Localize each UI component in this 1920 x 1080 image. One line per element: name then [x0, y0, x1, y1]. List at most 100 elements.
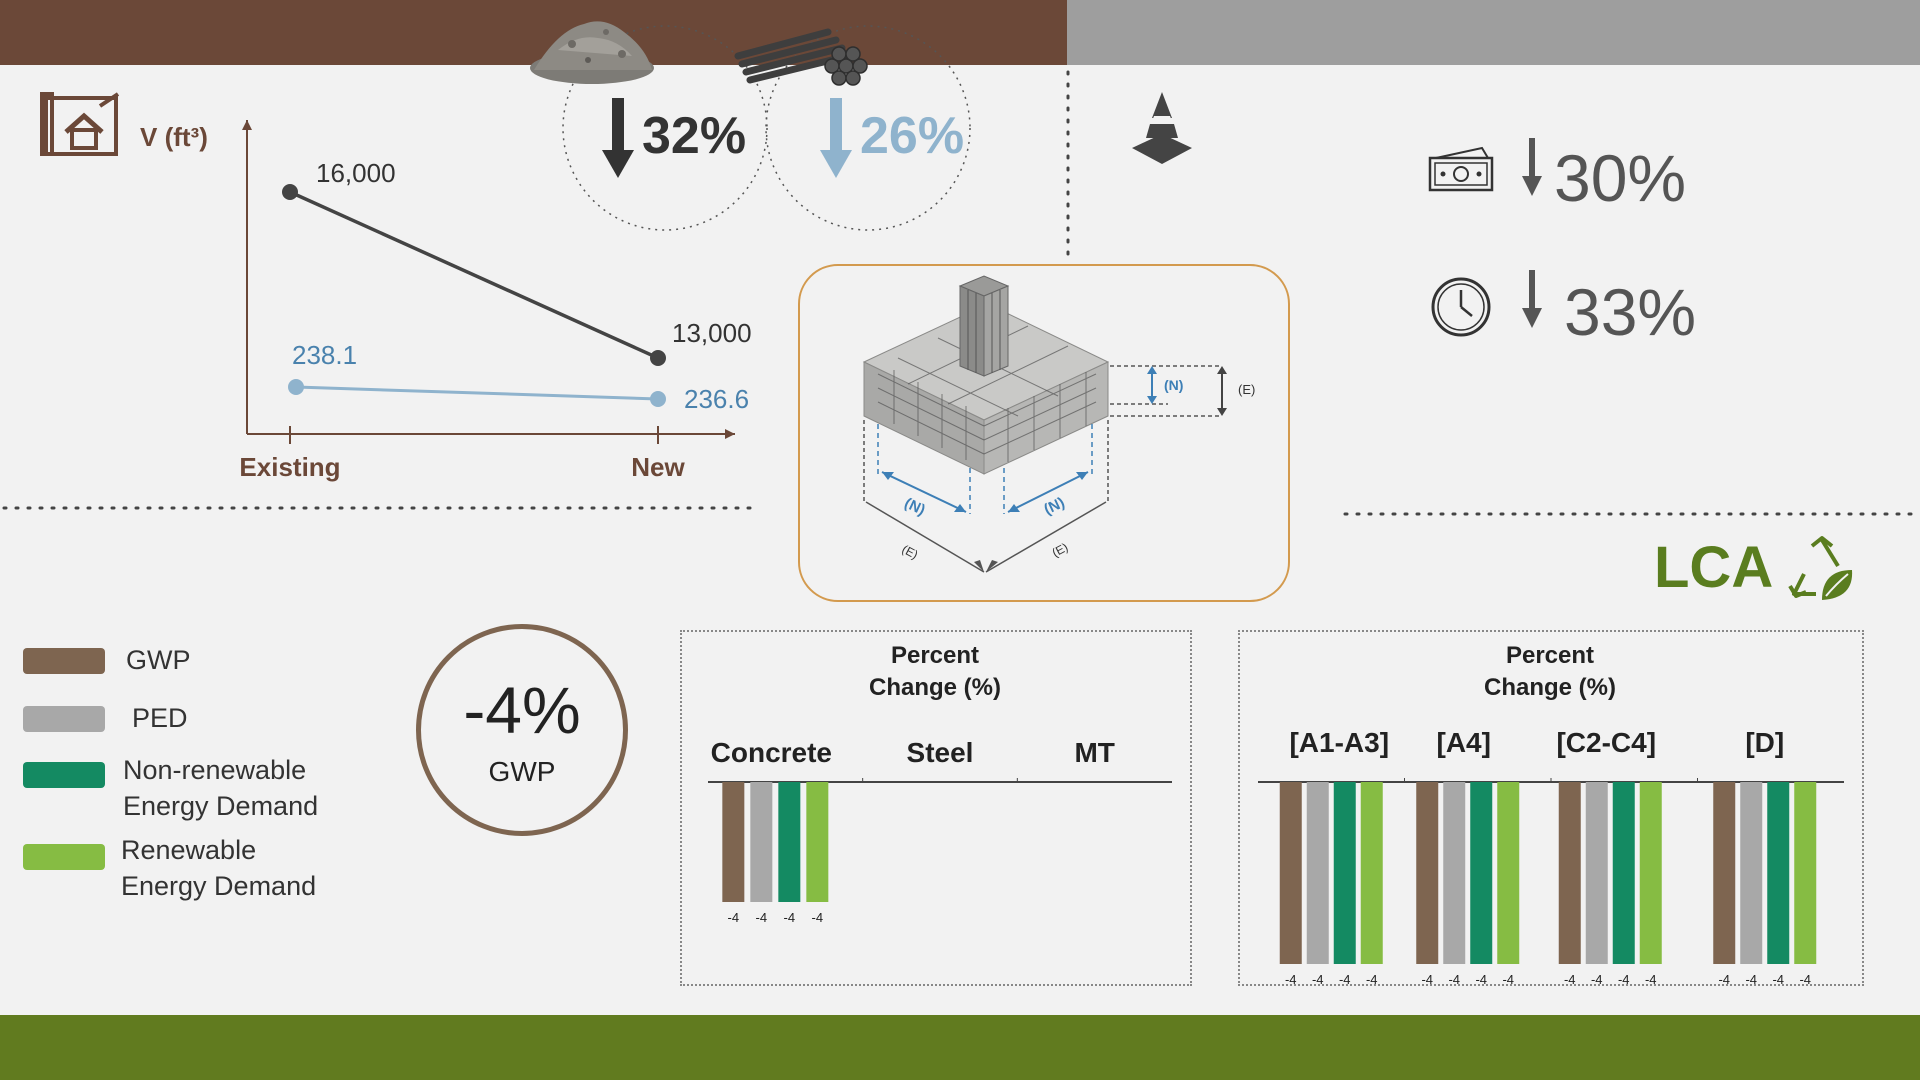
bar-2-0 — [1558, 782, 1581, 964]
bar-0-1 — [1306, 782, 1329, 964]
series-1-label-1: 13,000 — [672, 318, 752, 348]
bar-0-0 — [1279, 782, 1302, 964]
bar-2-1 — [1585, 782, 1608, 964]
gwp-change-value: -4% — [463, 673, 581, 747]
bar-value-label-1-2: -4 — [1475, 972, 1487, 987]
bar-2-3 — [1639, 782, 1662, 964]
lca-title: LCA — [1654, 535, 1774, 600]
legend-label-nonrenewable-1: Non-renewable — [123, 755, 307, 785]
legend-label-renewable-1: Renewable — [121, 835, 257, 865]
top-banner-right — [1067, 0, 1920, 65]
material-chart-title-2: Change (%) — [869, 674, 1001, 701]
bar-value-label-0-0: -4 — [1285, 972, 1297, 987]
legend-label-gwp: GWP — [126, 645, 191, 675]
y-axis-label: V (ft³) — [140, 122, 208, 152]
stage-chart-frame — [1238, 630, 1864, 986]
bar-1-0 — [1416, 782, 1439, 964]
category-label-2: MT — [1074, 737, 1114, 768]
bar-value-label-0-3: -4 — [812, 910, 824, 925]
stage-chart-title-2: Change (%) — [1484, 674, 1616, 701]
bar-3-1 — [1740, 782, 1763, 964]
bar-1-1 — [1443, 782, 1466, 964]
new-thickness-label: (N) — [1164, 377, 1183, 393]
x-tick-label-1: New — [631, 452, 685, 482]
down-arrow-icon — [602, 98, 634, 178]
bar-value-label-0-2: -4 — [1339, 972, 1351, 987]
legend-label-nonrenewable-2: Energy Demand — [123, 791, 319, 821]
category-label-3: [D] — [1745, 727, 1784, 758]
series-2-point-0 — [288, 379, 304, 395]
stage-chart-title-1: Percent — [1505, 642, 1595, 669]
bar-value-label-2-0: -4 — [1564, 972, 1576, 987]
soil-reduction-value: 32% — [642, 107, 747, 165]
existing-width-label-right: (E) — [1050, 540, 1071, 560]
bar-1-3 — [1497, 782, 1520, 964]
series-1-point-1 — [650, 350, 666, 366]
bar-0-3 — [1360, 782, 1383, 964]
recycle-leaf-icon — [1788, 536, 1853, 600]
soil-circle — [562, 25, 768, 231]
legend-label-ped: PED — [132, 703, 188, 733]
bar-value-label-3-0: -4 — [1718, 972, 1730, 987]
bar-0-2 — [778, 782, 801, 902]
money-icon — [1428, 146, 1494, 192]
traffic-cone-icon — [1132, 92, 1192, 164]
soil-pile-image — [530, 21, 654, 84]
bar-0-1 — [750, 782, 773, 902]
steel-circle — [765, 25, 971, 231]
category-label-0: Concrete — [711, 737, 832, 768]
bar-value-label-0-3: -4 — [1366, 972, 1378, 987]
down-arrow-icon — [1522, 270, 1542, 328]
existing-width-label-left: (E) — [900, 542, 921, 562]
down-arrow-icon — [820, 98, 852, 178]
category-label-1: [A4] — [1437, 727, 1491, 758]
series-2-label-0: 238.1 — [292, 340, 357, 370]
bar-value-label-0-1: -4 — [1312, 972, 1324, 987]
bar-0-0 — [722, 782, 745, 902]
material-chart-frame — [680, 630, 1192, 986]
bar-value-label-3-2: -4 — [1772, 972, 1784, 987]
bar-3-0 — [1713, 782, 1736, 964]
footing-3d-image: (N) (E) (N) (N) (E) (E) — [862, 275, 1255, 573]
x-axis-arrow — [725, 429, 735, 439]
series-1-point-0 — [282, 184, 298, 200]
bar-value-label-1-3: -4 — [1502, 972, 1514, 987]
series-2-point-1 — [650, 391, 666, 407]
series-2-label-1: 236.6 — [684, 384, 749, 414]
footing-diagram-frame — [798, 264, 1290, 602]
bar-value-label-3-3: -4 — [1799, 972, 1811, 987]
time-reduction-value: 33% — [1564, 275, 1697, 349]
legend-label-renewable-2: Energy Demand — [121, 871, 317, 901]
category-label-1: Steel — [907, 737, 974, 768]
bar-value-label-0-2: -4 — [784, 910, 796, 925]
bar-value-label-3-1: -4 — [1745, 972, 1757, 987]
legend-swatch-gwp — [23, 648, 105, 674]
bottom-banner — [0, 1015, 1920, 1080]
bar-value-label-2-3: -4 — [1645, 972, 1657, 987]
y-axis-arrow — [242, 120, 252, 130]
x-tick-label-0: Existing — [239, 452, 340, 482]
cost-reduction-value: 30% — [1554, 141, 1687, 215]
bar-2-2 — [1612, 782, 1635, 964]
bar-value-label-1-1: -4 — [1448, 972, 1460, 987]
category-label-0: [A1-A3] — [1289, 727, 1389, 758]
gwp-change-circle — [416, 624, 628, 836]
bar-value-label-1-0: -4 — [1421, 972, 1433, 987]
series-1-line — [289, 190, 659, 360]
bar-value-label-0-1: -4 — [756, 910, 768, 925]
bar-0-3 — [806, 782, 829, 902]
gwp-change-label: GWP — [488, 756, 556, 787]
existing-thickness-label: (E) — [1238, 382, 1255, 397]
volume-line-chart: Existing New 16,000 13,000 238.1 236.6 — [239, 120, 752, 482]
bar-value-label-2-1: -4 — [1591, 972, 1603, 987]
category-label-2: [C2-C4] — [1556, 727, 1656, 758]
bar-value-label-2-2: -4 — [1618, 972, 1630, 987]
legend-swatch-renewable — [23, 844, 105, 870]
series-2-line — [295, 385, 659, 401]
series-1-label-0: 16,000 — [316, 158, 396, 188]
down-arrow-icon — [1522, 138, 1542, 196]
bar-3-2 — [1767, 782, 1790, 964]
